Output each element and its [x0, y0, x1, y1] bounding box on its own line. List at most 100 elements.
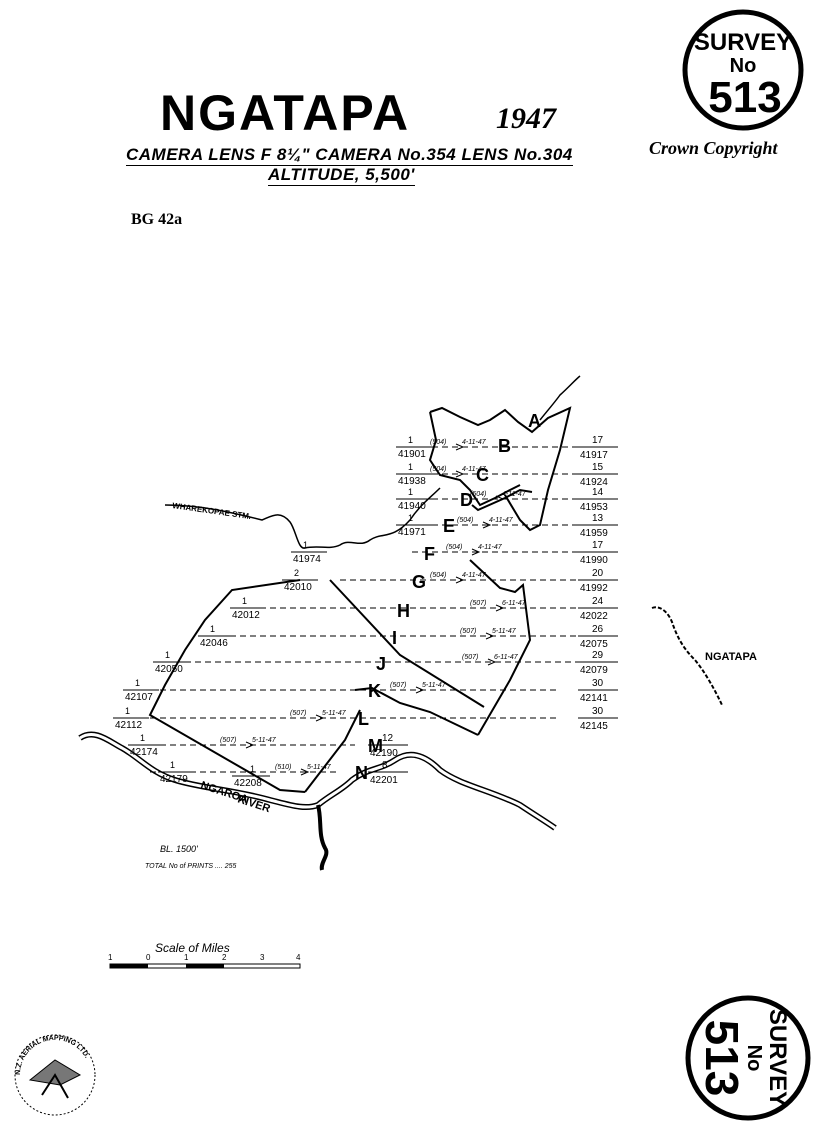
strip-arrow-c [455, 470, 465, 478]
strip-arrow-g [455, 576, 465, 584]
strip-date-m: 5-11-47 [252, 737, 277, 744]
northern-stream [539, 375, 581, 421]
strip-left-run-c: 1 [408, 462, 413, 472]
strip-left-photo-j: 42050 [155, 664, 183, 675]
stamp-top-word: SURVEY [694, 29, 792, 56]
prints-note: TOTAL No of PRINTS .... 255 [145, 863, 237, 870]
strip-left-run-g: 2 [294, 568, 299, 578]
strip-arrow-d [495, 495, 505, 503]
strip-left-run-m: 1 [140, 733, 145, 743]
strip-date-h: 6-11-47 [502, 600, 527, 607]
strip-right-run-l: 30 [592, 706, 604, 717]
strip-sortie-i: (507) [460, 628, 476, 635]
strip-date-g: 4-11-47 [462, 572, 487, 579]
strip-right-run-n: 8 [382, 760, 388, 771]
stamp-top-no: No [730, 55, 757, 77]
strip-letter-c: C [476, 465, 489, 485]
strip-date-e: 4-11-47 [489, 517, 514, 524]
camera-info: CAMERA LENS F 8¼" CAMERA No.354 LENS No.… [126, 145, 573, 166]
scale-tick-0: 1 [108, 953, 113, 962]
strip-sortie-h: (507) [470, 600, 486, 607]
strip-right-photo-d: 41953 [580, 502, 608, 513]
strip-left-run-i: 1 [210, 624, 215, 634]
scale-title: Scale of Miles [155, 941, 230, 955]
strip-date-j: 6-11-47 [494, 654, 519, 661]
strip-letter-g: G [412, 572, 426, 592]
strip-date-n: 5-11-47 [307, 764, 332, 771]
strip-left-photo-l: 42112 [115, 720, 143, 731]
strip-letter-l: L [358, 709, 369, 729]
strip-sortie-n: (510) [275, 764, 291, 771]
strip-letter-h: H [397, 601, 410, 621]
strip-left-photo-n: 42179 [160, 774, 188, 785]
strip-right-run-c: 15 [592, 462, 604, 473]
strip-left-run-f: 1 [303, 540, 308, 550]
strip-right-run-g: 20 [592, 568, 604, 579]
strip-left-run-k: 1 [135, 678, 140, 688]
scale-tick-3: 2 [222, 953, 227, 962]
strip-sortie-d: (504) [470, 491, 486, 498]
ngaroa-river [78, 731, 557, 871]
strip-arrow-m [245, 741, 255, 749]
strip-left-photo-g: 42010 [284, 582, 312, 593]
strip-right-photo-k: 42141 [580, 693, 608, 704]
scale-tick-5: 4 [296, 953, 301, 962]
strip-letter-n: N [355, 763, 368, 783]
strip-letter-e: E [443, 516, 455, 536]
strip-left-run-n: 1 [170, 760, 175, 770]
strip-sortie-j: (507) [462, 654, 478, 661]
strip-arrow-e [482, 521, 492, 529]
strip-right-run-b: 17 [592, 435, 604, 446]
nz-aerial-mapping-logo: N.Z. AERIAL MAPPING LTD. [14, 1034, 96, 1116]
survey-stamp-bottom: SURVEY No 513 [685, 995, 811, 1121]
bl-note: BL. 1500' [160, 844, 198, 854]
strip-date-d: 4-11-47 [502, 491, 527, 498]
map-year: 1947 [496, 102, 556, 135]
extra-label-photo: 42208 [234, 778, 262, 789]
strip-right-run-d: 14 [592, 487, 604, 498]
stamp-bottom-no: No [743, 1045, 765, 1072]
flight-strips: AB1419011741917(504)4-11-47C141938154192… [113, 411, 618, 789]
strip-letter-j: J [376, 654, 386, 674]
strip-left-photo-b: 41901 [398, 449, 426, 460]
strip-right-photo-l: 42145 [580, 721, 608, 732]
strip-arrow-k [415, 686, 425, 694]
scale-tick-4: 3 [260, 953, 265, 962]
locality-label: NGATAPA [705, 651, 757, 663]
strip-left-photo-m: 42174 [130, 747, 158, 758]
strip-right-photo-m: 42190 [370, 748, 398, 759]
strip-date-f: 4-11-47 [478, 544, 503, 551]
strip-letter-f: F [424, 544, 435, 564]
strip-left-photo-e: 41971 [398, 527, 426, 538]
strip-right-run-e: 13 [592, 513, 604, 524]
strip-sortie-g: (504) [430, 572, 446, 579]
strip-sortie-f: (504) [446, 544, 462, 551]
strip-date-c: 4-11-47 [462, 466, 487, 473]
strip-left-run-e: 1 [408, 513, 413, 523]
strip-sortie-l: (507) [290, 710, 306, 717]
strip-letter-b: B [498, 436, 511, 456]
strip-letter-d: D [460, 490, 473, 510]
strip-right-photo-f: 41990 [580, 555, 608, 566]
strip-arrow-l [315, 714, 325, 722]
scale-tick-2: 1 [184, 953, 189, 962]
strip-right-run-i: 26 [592, 624, 604, 635]
strip-arrow-f [471, 548, 481, 556]
strip-sortie-m: (507) [220, 737, 236, 744]
strip-arrow-i [485, 632, 495, 640]
strip-sortie-k: (507) [390, 682, 406, 689]
strip-left-photo-k: 42107 [125, 692, 153, 703]
strip-date-l: 5-11-47 [322, 710, 347, 717]
strip-arrow-h [495, 604, 505, 612]
stamp-bottom-number: 513 [696, 1020, 748, 1097]
strip-left-run-h: 1 [242, 596, 247, 606]
strip-right-photo-c: 41924 [580, 477, 608, 488]
strip-letter-m: M [368, 736, 383, 756]
strip-right-photo-h: 42022 [580, 611, 608, 622]
strip-date-i: 5-11-47 [492, 628, 517, 635]
strip-left-photo-h: 42012 [232, 610, 260, 621]
locality-road [651, 606, 723, 706]
strip-left-run-j: 1 [165, 650, 170, 660]
strip-right-photo-j: 42079 [580, 665, 608, 676]
